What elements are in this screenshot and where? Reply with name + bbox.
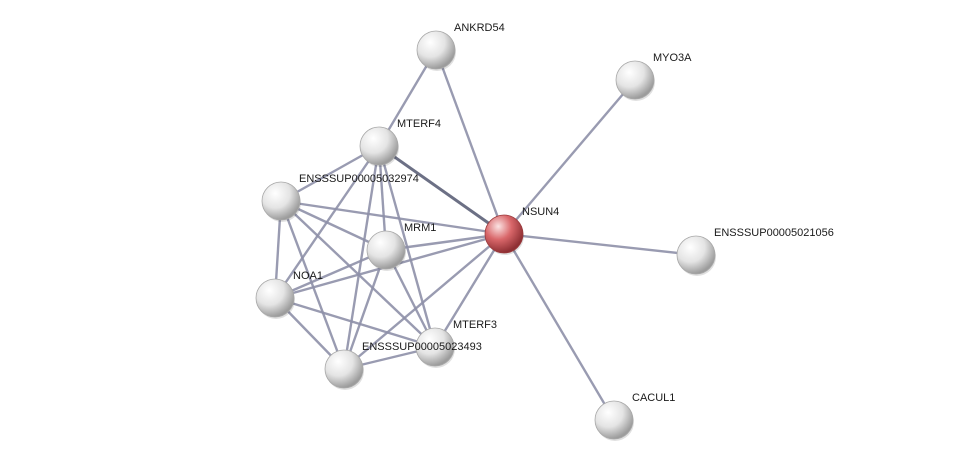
node-nsun4[interactable]: NSUN4 — [484, 206, 559, 255]
edge-nsun4-mterf4 — [378, 144, 505, 236]
edge-mterf4-ensssup00005023493_b — [342, 145, 381, 370]
edge-nsun4-cacul1 — [502, 233, 616, 421]
edge-mrm1-ensssup00005023493_b — [342, 249, 388, 370]
node-ensssup00005021056[interactable]: ENSSSUP00005021056 — [676, 227, 834, 276]
node-ball[interactable] — [255, 278, 295, 318]
node-label: NOA1 — [293, 270, 323, 282]
node-ball[interactable] — [366, 230, 406, 270]
node-label: MRM1 — [404, 222, 436, 234]
edge-ensssup00005032974-ensssup00005023493_b — [279, 200, 346, 370]
edge-nsun4-myo3a — [503, 79, 636, 235]
node-label: MYO3A — [653, 52, 692, 64]
node-ankrd54[interactable]: ANKRD54 — [416, 22, 505, 71]
node-ball[interactable] — [416, 30, 456, 70]
node-ensssup00005032974[interactable]: ENSSSUP00005032974 — [261, 173, 419, 222]
node-label: CACUL1 — [632, 392, 675, 404]
edge-noa1-mterf3 — [274, 296, 436, 349]
node-mterf3[interactable]: MTERF3 — [415, 319, 497, 368]
node-cacul1[interactable]: CACUL1 — [594, 392, 675, 441]
node-label: MTERF4 — [397, 118, 441, 130]
node-ball[interactable] — [484, 214, 524, 254]
node-ball[interactable] — [594, 400, 634, 440]
edge-nsun4-mterf3 — [433, 233, 506, 348]
node-ensssup00005023493[interactable]: ENSSSUP00005023493 — [324, 341, 482, 390]
edge-ensssup00005032974-mterf3 — [280, 200, 436, 348]
node-ball[interactable] — [615, 60, 655, 100]
edge-nsun4-ensssup00005021056 — [503, 232, 697, 257]
edge-nsun4-ensssup00005023493_b — [343, 233, 505, 370]
node-label: ANKRD54 — [454, 22, 505, 34]
edge-mterf4-mterf3 — [377, 145, 437, 348]
node-ball[interactable] — [324, 349, 364, 389]
edge-mrm1-noa1 — [274, 248, 387, 300]
edge-nsun4-mrm1 — [385, 232, 505, 252]
node-ball[interactable] — [415, 327, 455, 367]
node-ball[interactable] — [676, 235, 716, 275]
node-ball[interactable] — [261, 181, 301, 221]
node-label: NSUN4 — [522, 206, 559, 218]
node-ball[interactable] — [359, 126, 399, 166]
node-mterf4[interactable]: MTERF4 — [359, 118, 441, 167]
node-label: MTERF3 — [453, 319, 497, 331]
node-label: ENSSSUP00005023493 — [362, 341, 482, 353]
node-myo3a[interactable]: MYO3A — [615, 52, 692, 101]
edge-nsun4-ensssup00005032974 — [280, 199, 505, 236]
node-label: ENSSSUP00005021056 — [714, 227, 834, 239]
node-mrm1[interactable]: MRM1 — [366, 222, 436, 271]
edge-nsun4-ankrd54 — [434, 49, 506, 235]
node-noa1[interactable]: NOA1 — [255, 270, 323, 319]
node-label: ENSSSUP00005032974 — [299, 173, 419, 185]
